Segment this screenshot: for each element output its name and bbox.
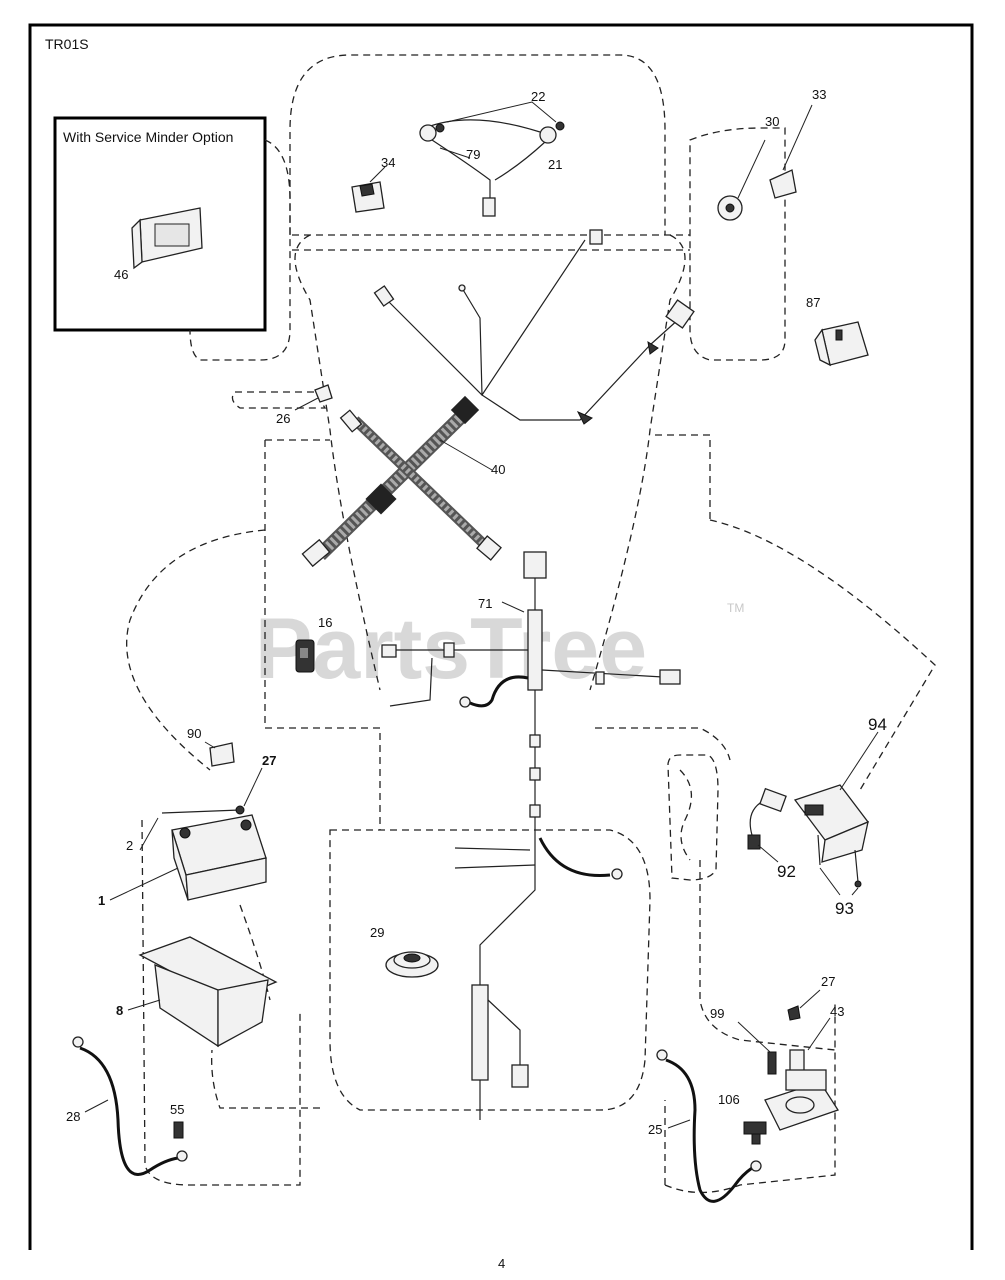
- bracket-90: [209, 742, 235, 767]
- callout-26: 26: [276, 411, 290, 426]
- inset-title: With Service Minder Option: [63, 129, 233, 145]
- diagram-code: TR01S: [45, 36, 89, 52]
- callout-16: 16: [318, 615, 332, 630]
- screws-93: [817, 834, 862, 888]
- starter-43: [764, 1049, 839, 1131]
- callout-87: 87: [806, 295, 820, 310]
- frame-border: [28, 23, 974, 1250]
- sensor-16: [295, 639, 315, 673]
- callout-28: 28: [66, 1109, 80, 1124]
- ignition-switch-30: [717, 195, 743, 221]
- tractor-outline: [126, 54, 936, 1194]
- callout-43: 43: [830, 1004, 844, 1019]
- callout-34: 34: [381, 155, 395, 170]
- callout-33: 33: [812, 87, 826, 102]
- main-harness-71: [381, 551, 681, 1120]
- trademark-mark: TM: [727, 601, 744, 615]
- harness-40: [301, 395, 502, 568]
- screw-99: [767, 1051, 777, 1075]
- callout-8: 8: [116, 1003, 123, 1018]
- callout-27-top: 27: [262, 753, 276, 768]
- callout-99: 99: [710, 1006, 724, 1021]
- main-harness-upper: [373, 229, 695, 425]
- page-number: 4: [498, 1256, 505, 1271]
- starter-cable-25: [656, 1049, 762, 1203]
- switch-92: [747, 787, 787, 850]
- callout-55: 55: [170, 1102, 184, 1117]
- service-minder-inset: With Service Minder Option 46: [53, 116, 267, 332]
- headlight-harness: [419, 101, 565, 217]
- switch-34: [351, 181, 385, 213]
- callout-94: 94: [868, 715, 887, 734]
- callout-22: 22: [531, 89, 545, 104]
- fuse-holder-26: [314, 384, 333, 403]
- callout-93: 93: [835, 899, 854, 918]
- callout-29: 29: [370, 925, 384, 940]
- key-33: [769, 169, 797, 199]
- bolt-55: [173, 1121, 184, 1139]
- hour-meter-part: [131, 207, 203, 270]
- callout-25: 25: [648, 1122, 662, 1137]
- callout-79: 79: [466, 147, 480, 162]
- clip-106: [743, 1121, 767, 1145]
- battery-1: [171, 814, 267, 901]
- callout-30: 30: [765, 114, 779, 129]
- callout-2: 2: [126, 838, 133, 853]
- callout-40: 40: [491, 462, 505, 477]
- grommet-29: [385, 951, 439, 978]
- callout-90: 90: [187, 726, 201, 741]
- relay-87: [814, 321, 869, 367]
- callout-46: 46: [114, 267, 128, 282]
- callout-71: 71: [478, 596, 492, 611]
- callout-1: 1: [98, 893, 105, 908]
- callout-27-bottom: 27: [821, 974, 835, 989]
- callout-92: 92: [777, 862, 796, 881]
- callout-21: 21: [548, 157, 562, 172]
- callout-106: 106: [718, 1092, 740, 1107]
- solenoid-94: [793, 784, 870, 863]
- battery-cable-28: [72, 1036, 188, 1176]
- battery-tray-8: [138, 936, 278, 1048]
- nut-27: [787, 1005, 801, 1021]
- battery-bolt-27: [161, 805, 245, 815]
